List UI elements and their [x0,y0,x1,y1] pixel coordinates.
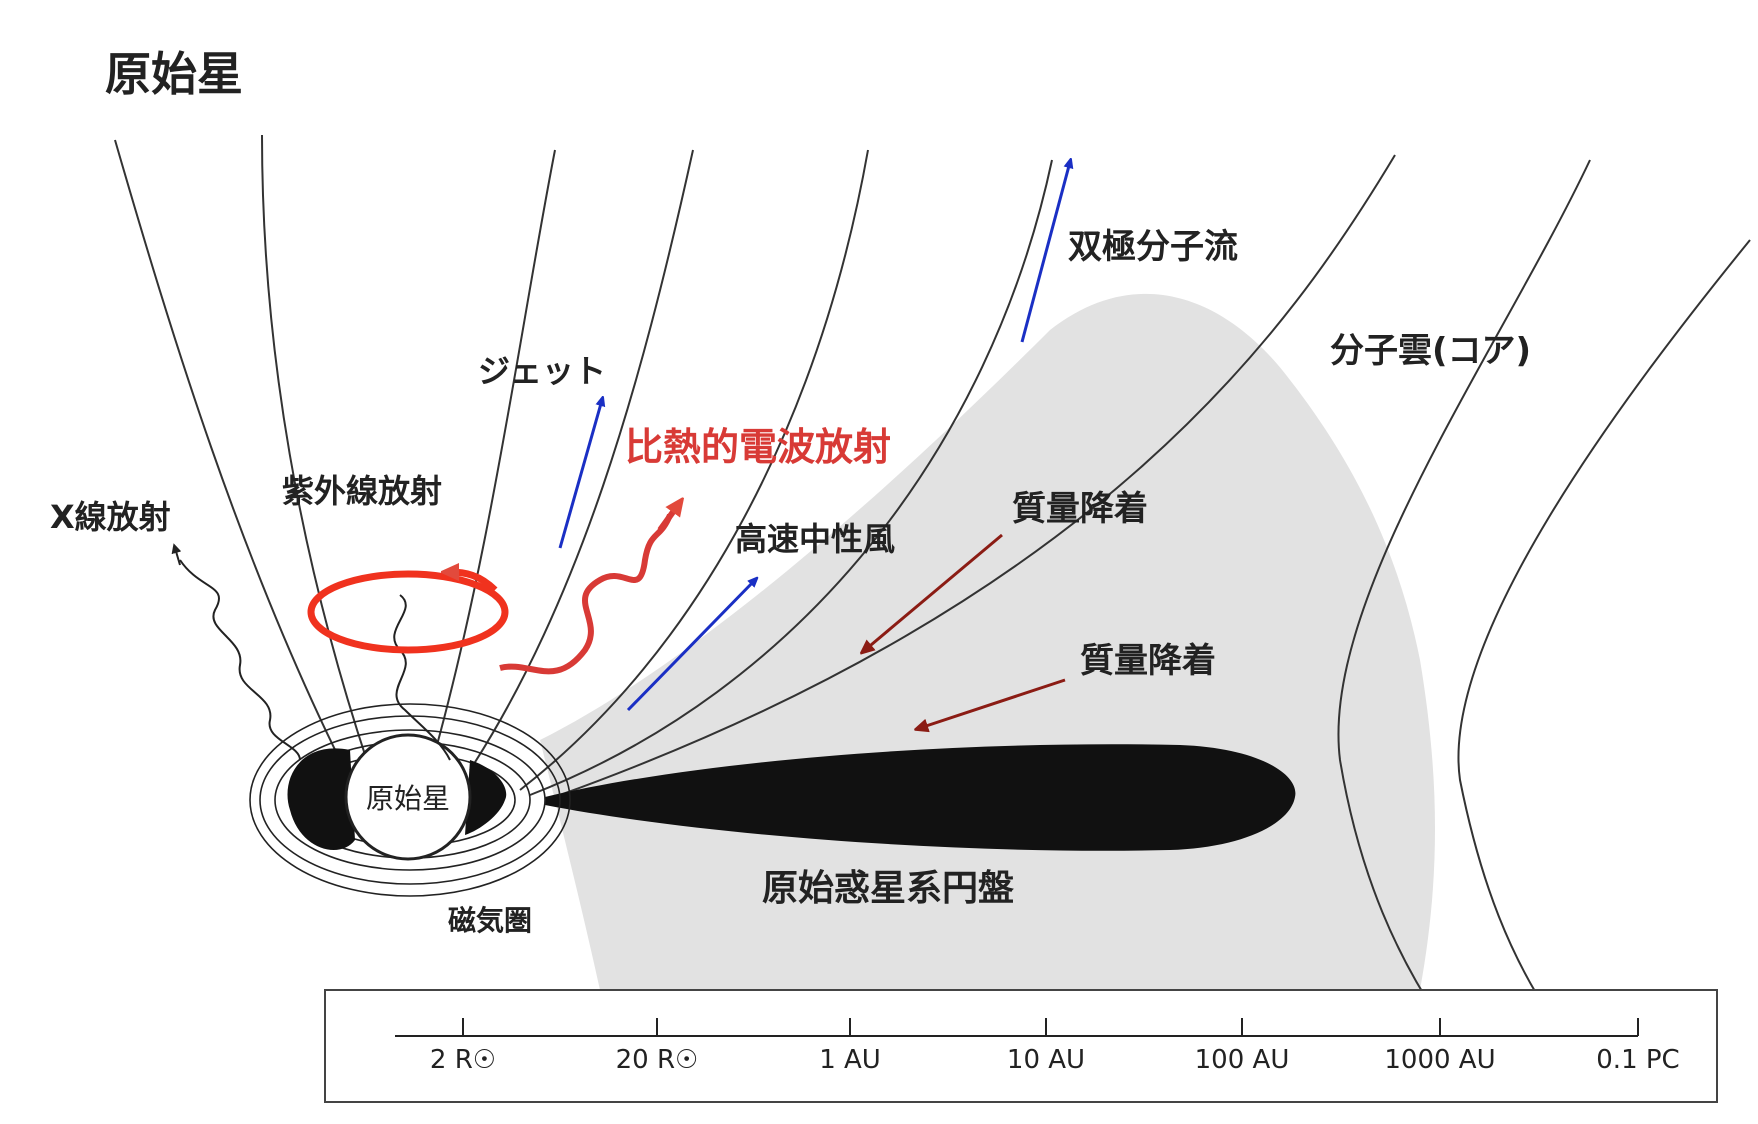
xray-label: X線放射 [50,498,171,536]
magnetosphere-label: 磁気圏 [448,904,532,937]
bipolar-flow-label: 双極分子流 [1068,227,1238,267]
tick-label-1au: 1 AU [819,1045,881,1075]
accretion-label-2: 質量降着 [1080,641,1216,681]
protostar-circle [344,733,472,861]
tick-label-10au: 10 AU [1007,1045,1085,1075]
uv-label: 紫外線放射 [282,472,442,510]
highlight-arrow [450,572,498,593]
tick-label-20rsun: 20 R☉ [616,1045,699,1075]
field-lines [114,134,1751,1031]
radio-label: 比熱的電波放射 [625,425,891,469]
scale-ticks [462,1018,1639,1036]
accretion-arrow-1 [865,533,1003,650]
protoplanetary-disk [545,744,1296,851]
disk-label: 原始惑星系円盤 [762,868,1014,909]
left-accretion-lobe [287,748,355,850]
radiation-waves [179,559,451,761]
star-label: 原始星 [366,782,450,815]
tick-label-1000au: 1000 AU [1384,1045,1495,1075]
radio-wave-arrow [657,505,678,532]
wind-arrow [626,580,755,712]
jet-arrow [558,400,602,549]
tick-label-100au: 100 AU [1195,1045,1290,1075]
tick-label-01pc: 0.1 PC [1596,1045,1679,1075]
jet-label: ジェット [478,352,606,390]
radio-wave [499,513,673,675]
neutral-wind-label: 高速中性風 [735,520,895,558]
diagram-title: 原始星 [105,47,243,101]
scale-box [324,989,1718,1103]
xray-arrow [171,543,182,566]
highlight-ellipse [307,570,509,654]
molecular-cloud-label: 分子雲(コア) [1330,331,1531,371]
accretion-arrow-2 [920,678,1066,728]
tick-label-2rsun: 2 R☉ [430,1045,496,1075]
scale-tick-labels: 2 R☉ 20 R☉ 1 AU 10 AU 100 AU 1000 AU 0.1… [430,1045,1680,1075]
bipolar-flow-arrow [1020,162,1070,343]
accretion-label-1: 質量降着 [1012,489,1148,529]
right-accretion-lobe [465,760,507,835]
